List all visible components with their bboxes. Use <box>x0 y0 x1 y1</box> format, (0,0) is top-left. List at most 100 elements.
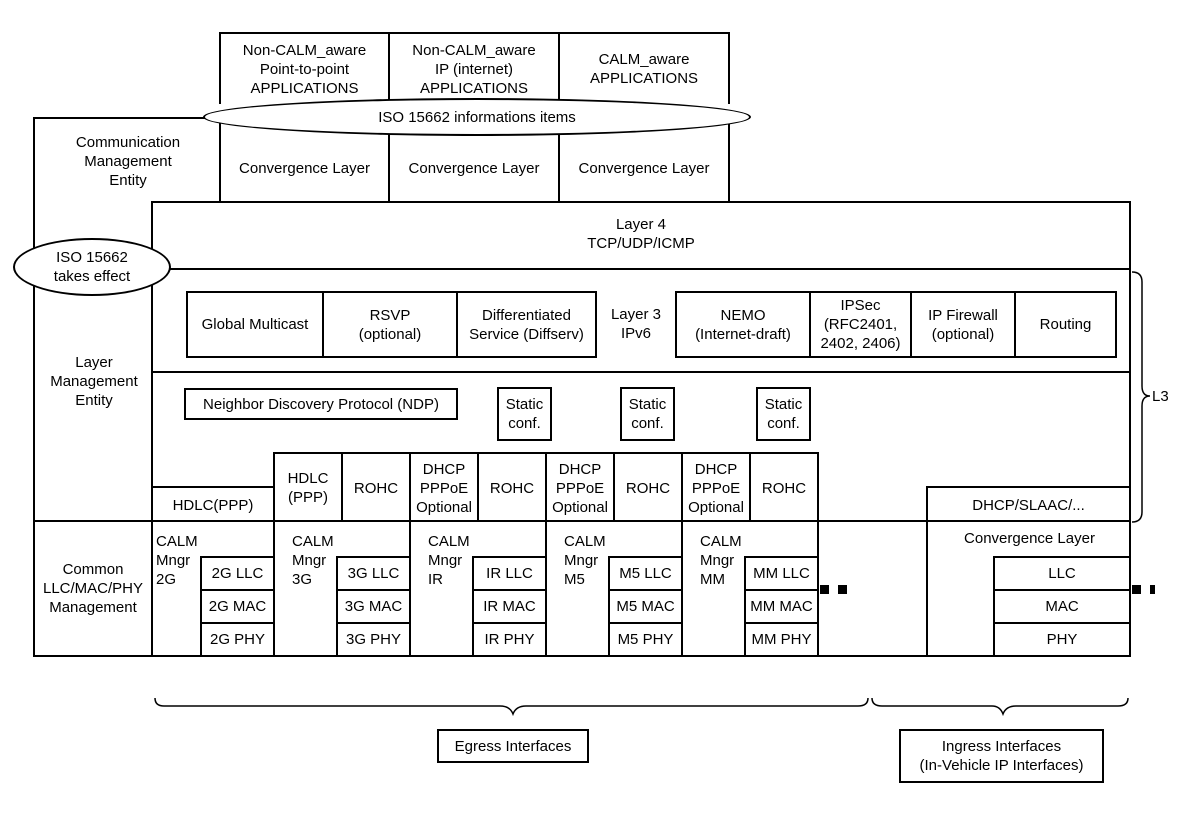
ingress-mac-text: MAC <box>1045 598 1079 615</box>
dhcp-pppoe-text: DHCP PPPoE Optional <box>688 460 744 516</box>
dhcp-pppoe-box: DHCP PPPoE Optional <box>545 452 615 522</box>
common-management-text: Common LLC/MAC/PHY Management <box>42 561 144 616</box>
ip-firewall-text: IP Firewall (optional) <box>928 306 998 343</box>
phy-box: M5 PHY <box>608 622 683 657</box>
nemo-text: NEMO (Internet-draft) <box>695 306 791 343</box>
iso-takes-effect-text: ISO 15662 takes effect <box>53 249 131 285</box>
egress-interfaces-text: Egress Interfaces <box>454 737 572 755</box>
calm-mngr-3g-text: CALM Mngr 3G <box>292 533 334 588</box>
calm-mngr-3g-label: CALM Mngr 3G <box>292 532 338 589</box>
ingress-mac-box: MAC <box>993 589 1131 624</box>
diffserv-box: Differentiated Service (Diffserv) <box>456 291 597 358</box>
ndp-box: Neighbor Discovery Protocol (NDP) <box>184 388 458 420</box>
static-conf-text: Static conf. <box>505 396 544 432</box>
calm-mngr-2g-text: CALM Mngr 2G <box>156 533 198 588</box>
mac-text: 3G MAC <box>344 598 403 615</box>
divider <box>545 520 547 657</box>
routing-text: Routing <box>1039 316 1092 333</box>
rsvp-text: RSVP (optional) <box>358 306 422 343</box>
hdlc-ppp-text: HDLC(PPP) <box>172 496 254 514</box>
phy-text: 2G PHY <box>209 631 266 648</box>
iso-takes-effect-ellipse: ISO 15662 takes effect <box>13 238 171 296</box>
phy-text: IR PHY <box>484 631 535 648</box>
ingress-interfaces-text: Ingress Interfaces (In-Vehicle IP Interf… <box>919 738 1084 774</box>
nemo-box: NEMO (Internet-draft) <box>675 291 811 358</box>
divider <box>681 520 683 657</box>
iso-information-items-ellipse: ISO 15662 informations items <box>203 98 751 136</box>
llc-box: IR LLC <box>472 556 547 591</box>
rohc-text: ROHC <box>489 479 535 497</box>
continuation-dot <box>820 585 829 594</box>
dhcp-slaac-box: DHCP/SLAAC/... <box>926 486 1131 522</box>
rohc-box: ROHC <box>341 452 411 522</box>
divider <box>151 520 153 657</box>
llc-box: MM LLC <box>744 556 819 591</box>
dhcp-pppoe-text: DHCP PPPoE Optional <box>552 460 608 516</box>
rohc-text: ROHC <box>353 479 399 497</box>
calm-aware-apps-box: CALM_aware APPLICATIONS <box>558 32 730 104</box>
layer4-label: Layer 4 TCP/UDP/ICMP <box>153 215 1129 253</box>
dhcp-pppoe-box: DHCP PPPoE Optional <box>681 452 751 522</box>
llc-box: 3G LLC <box>336 556 411 591</box>
divider <box>926 520 928 657</box>
non-calm-p2p-apps-box: Non-CALM_aware Point-to-point APPLICATIO… <box>219 32 390 104</box>
mac-box: 2G MAC <box>200 589 275 624</box>
phy-text: MM PHY <box>751 631 812 648</box>
ipv6-label: Layer 3 IPv6 <box>596 305 676 343</box>
phy-text: 3G PHY <box>345 631 402 648</box>
dhcp-slaac-text: DHCP/SLAAC/... <box>972 496 1085 514</box>
ingress-llc-box: LLC <box>993 556 1131 591</box>
llc-text: MM LLC <box>753 565 810 582</box>
mac-text: IR MAC <box>483 598 536 615</box>
llc-text: 3G LLC <box>347 565 400 582</box>
l3-label: L3 <box>1152 388 1169 405</box>
mac-box: M5 MAC <box>608 589 683 624</box>
ndp-text: Neighbor Discovery Protocol (NDP) <box>203 395 439 413</box>
communication-management-text: Communication Management Entity <box>75 133 181 189</box>
continuation-dot <box>838 585 847 594</box>
layer-management-text: Layer Management Entity <box>50 354 138 409</box>
continuation-dot <box>1150 585 1155 594</box>
ingress-phy-text: PHY <box>1046 631 1078 648</box>
static-conf-box: Static conf. <box>497 387 552 441</box>
mac-text: MM MAC <box>750 598 813 615</box>
rohc-text: ROHC <box>761 479 807 497</box>
mac-text: 2G MAC <box>208 598 267 615</box>
divider <box>817 520 819 657</box>
ingress-llc-text: LLC <box>1048 565 1076 582</box>
mac-box: MM MAC <box>744 589 819 624</box>
calm-mngr-mm-label: CALM Mngr MM <box>700 532 746 589</box>
llc-box: 2G LLC <box>200 556 275 591</box>
phy-box: 2G PHY <box>200 622 275 657</box>
static-conf-text: Static conf. <box>628 396 667 432</box>
calm-mngr-m5-label: CALM Mngr M5 <box>564 532 610 589</box>
hdlc-ppp-stack-text: HDLC (PPP) <box>287 470 329 506</box>
phy-text: M5 PHY <box>617 631 674 648</box>
static-conf-box: Static conf. <box>620 387 675 441</box>
communication-management-entity: Communication Management Entity <box>33 117 221 203</box>
egress-interfaces-box: Egress Interfaces <box>437 729 589 763</box>
llc-text: IR LLC <box>486 565 533 582</box>
non-calm-ip-apps-box: Non-CALM_aware IP (internet) APPLICATION… <box>388 32 560 104</box>
llc-text: M5 LLC <box>619 565 672 582</box>
non-calm-p2p-apps-text: Non-CALM_aware Point-to-point APPLICATIO… <box>242 41 367 97</box>
phy-box: IR PHY <box>472 622 547 657</box>
ipv6-text: Layer 3 IPv6 <box>610 306 662 342</box>
hdlc-ppp-stack-box: HDLC (PPP) <box>273 452 343 522</box>
bottom-braces <box>154 697 1129 717</box>
common-management-label: Common LLC/MAC/PHY Management <box>35 560 151 617</box>
layer4-text: Layer 4 TCP/UDP/ICMP <box>587 216 695 252</box>
diffserv-text: Differentiated Service (Diffserv) <box>469 306 584 343</box>
dhcp-pppoe-box: DHCP PPPoE Optional <box>409 452 479 522</box>
dhcp-pppoe-text: DHCP PPPoE Optional <box>416 460 472 516</box>
l3-brace <box>1131 271 1151 523</box>
ip-firewall-box: IP Firewall (optional) <box>910 291 1016 358</box>
llc-box: M5 LLC <box>608 556 683 591</box>
mac-box: 3G MAC <box>336 589 411 624</box>
mac-box: IR MAC <box>472 589 547 624</box>
iso-information-items-text: ISO 15662 informations items <box>378 108 576 126</box>
mac-text: M5 MAC <box>616 598 675 615</box>
ingress-phy-box: PHY <box>993 622 1131 657</box>
ipsec-box: IPSec (RFC2401, 2402, 2406) <box>809 291 912 358</box>
